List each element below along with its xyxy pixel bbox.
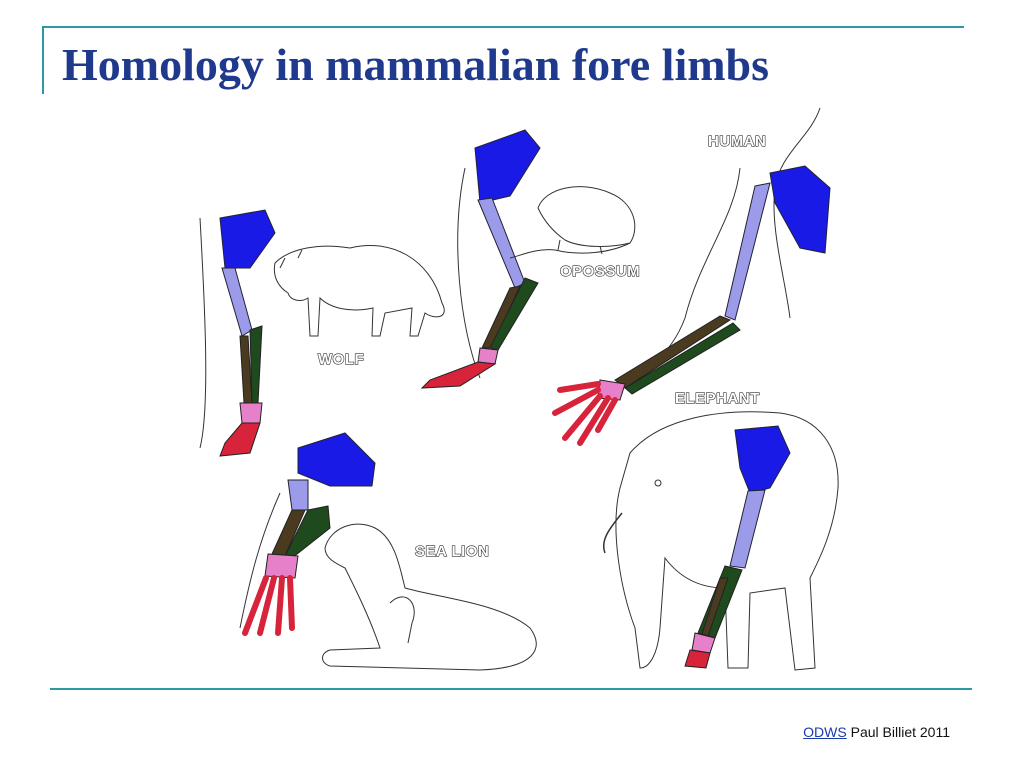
- forelimb-diagram: WOLF OPOSSUM HUMAN: [199, 108, 839, 671]
- label-elephant: ELEPHANT: [675, 390, 760, 407]
- opossum-limb: [420, 129, 541, 389]
- wolf-animal: [273, 244, 445, 337]
- sea-lion-ulna: [285, 505, 331, 559]
- elephant-animal: [603, 411, 839, 671]
- sea-lion-animal: [322, 523, 537, 671]
- elephant-phalanges: [684, 649, 711, 669]
- sea-lion-phalanges: [242, 575, 295, 636]
- label-human: HUMAN: [708, 133, 766, 150]
- wolf-phalanges: [219, 422, 261, 457]
- wolf-humerus: [221, 267, 253, 337]
- label-opossum: OPOSSUM: [560, 263, 640, 280]
- sea-lion-humerus: [287, 479, 309, 511]
- opossum-phalanges: [420, 361, 497, 389]
- sea-lion-scapula: [297, 432, 376, 487]
- sea-lion-carpals: [264, 553, 299, 579]
- wolf-carpals: [239, 402, 263, 424]
- human-limb: [552, 108, 831, 446]
- opossum-humerus: [477, 197, 526, 289]
- footer-credit: ODWS Paul Billiet 2011: [803, 724, 950, 740]
- label-wolf: WOLF: [318, 351, 364, 368]
- footer-rule: [50, 688, 972, 690]
- elephant-scapula: [734, 425, 791, 494]
- human-ulna: [624, 322, 741, 395]
- elephant-limb: [684, 425, 791, 669]
- wolf-limb: [199, 209, 276, 457]
- opossum-scapula: [474, 129, 541, 204]
- human-phalanges: [552, 381, 618, 446]
- elephant-humerus: [729, 489, 766, 569]
- title-rule-left: [42, 28, 44, 94]
- sea-lion-limb: [239, 432, 376, 636]
- human-radius: [614, 315, 732, 389]
- human-humerus: [724, 182, 771, 321]
- title-rule-top: [42, 26, 964, 28]
- opossum-animal: [509, 186, 636, 259]
- opossum-carpals: [477, 347, 499, 365]
- wolf-scapula: [219, 209, 276, 269]
- label-sea-lion: SEA LION: [415, 543, 489, 560]
- odws-link[interactable]: ODWS: [803, 724, 847, 740]
- human-scapula: [769, 165, 831, 254]
- wolf-ulna: [249, 325, 263, 404]
- footer-author: Paul Billiet 2011: [850, 724, 950, 740]
- slide-title: Homology in mammalian fore limbs: [62, 39, 770, 90]
